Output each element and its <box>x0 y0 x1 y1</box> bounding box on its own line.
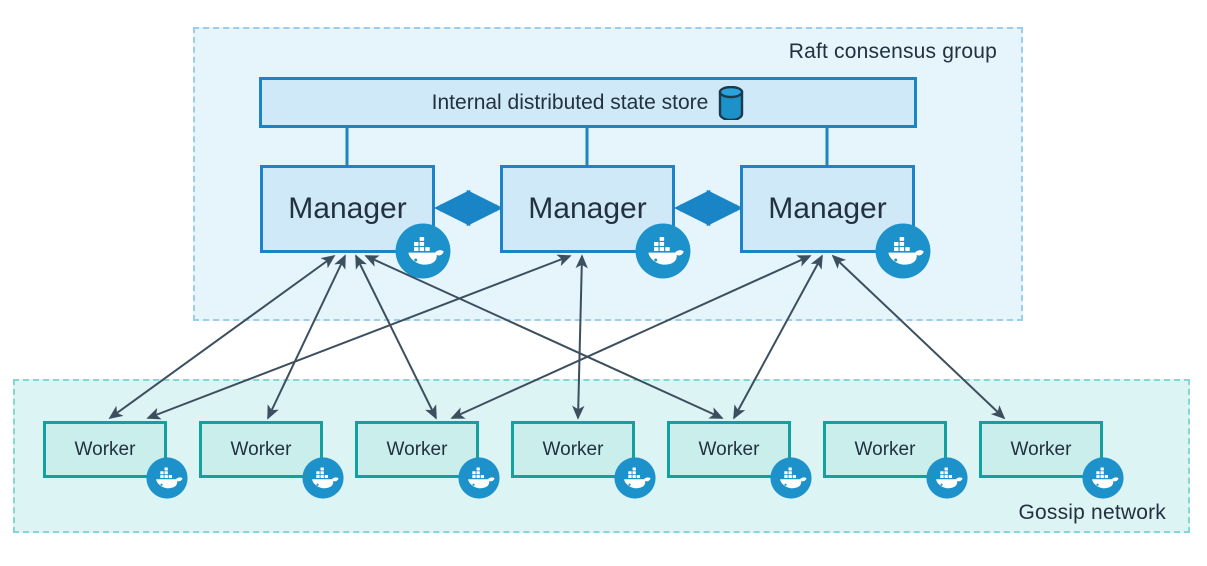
internal-state-store-box[interactable]: Internal distributed state store <box>259 77 917 128</box>
worker-label: Worker <box>854 438 916 460</box>
gossip-group-label: Gossip network <box>1018 501 1166 524</box>
docker-whale-icon-manager-0 <box>395 223 451 279</box>
manager-node-1[interactable]: Manager <box>500 165 675 253</box>
docker-whale-icon-manager-2 <box>875 223 931 279</box>
worker-label: Worker <box>230 438 292 460</box>
docker-whale-icon-worker-6 <box>1082 457 1124 499</box>
manager-label: Manager <box>528 192 647 225</box>
docker-whale-icon-worker-4 <box>770 457 812 499</box>
docker-whale-icon-manager-1 <box>635 223 691 279</box>
state-store-label: Internal distributed state store <box>431 90 709 114</box>
docker-whale-icon-worker-2 <box>458 457 500 499</box>
database-cylinder-icon <box>718 85 744 121</box>
docker-whale-icon-worker-3 <box>614 457 656 499</box>
worker-node-1[interactable]: Worker <box>199 421 323 478</box>
worker-label: Worker <box>542 438 604 460</box>
raft-group-label: Raft consensus group <box>788 40 997 63</box>
docker-whale-icon-worker-1 <box>302 457 344 499</box>
worker-label: Worker <box>386 438 448 460</box>
docker-whale-icon-worker-0 <box>146 457 188 499</box>
worker-label: Worker <box>1010 438 1072 460</box>
worker-node-4[interactable]: Worker <box>667 421 791 478</box>
worker-node-0[interactable]: Worker <box>43 421 167 478</box>
worker-node-2[interactable]: Worker <box>355 421 479 478</box>
worker-node-3[interactable]: Worker <box>511 421 635 478</box>
worker-node-5[interactable]: Worker <box>823 421 947 478</box>
worker-node-6[interactable]: Worker <box>979 421 1103 478</box>
worker-label: Worker <box>74 438 136 460</box>
worker-label: Worker <box>698 438 760 460</box>
docker-whale-icon-worker-5 <box>926 457 968 499</box>
manager-label: Manager <box>768 192 887 225</box>
manager-label: Manager <box>288 192 407 225</box>
